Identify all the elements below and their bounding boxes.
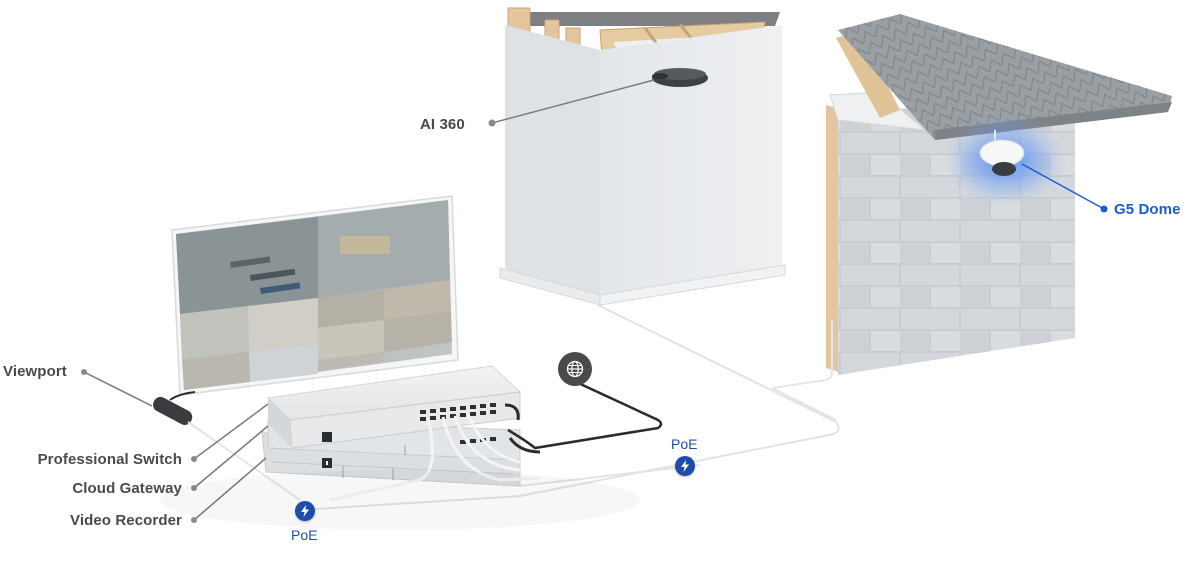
label-cloud-gateway: Cloud Gateway	[72, 480, 182, 497]
lightning-bolt-icon	[681, 460, 689, 472]
leader-lines	[81, 79, 1108, 523]
label-ai360: AI 360	[420, 116, 465, 133]
rack-stack	[261, 365, 663, 502]
label-g5-dome: G5 Dome	[1114, 201, 1181, 218]
poe-badge	[295, 501, 315, 521]
poe-label: PoE	[671, 436, 698, 452]
label-viewport: Viewport	[3, 363, 67, 380]
exterior-wall	[771, 14, 1172, 389]
internet-badge	[558, 352, 592, 386]
viewport-device	[153, 391, 301, 501]
label-professional-switch: Professional Switch	[37, 451, 182, 468]
ceiling-structure	[499, 7, 786, 306]
monitor	[171, 195, 459, 396]
poe-label: PoE	[291, 527, 318, 543]
label-video-recorder: Video Recorder	[70, 512, 182, 529]
poe-badge	[675, 456, 695, 476]
lightning-bolt-icon	[301, 505, 309, 517]
globe-icon	[566, 360, 584, 378]
poe-cables	[299, 304, 840, 511]
